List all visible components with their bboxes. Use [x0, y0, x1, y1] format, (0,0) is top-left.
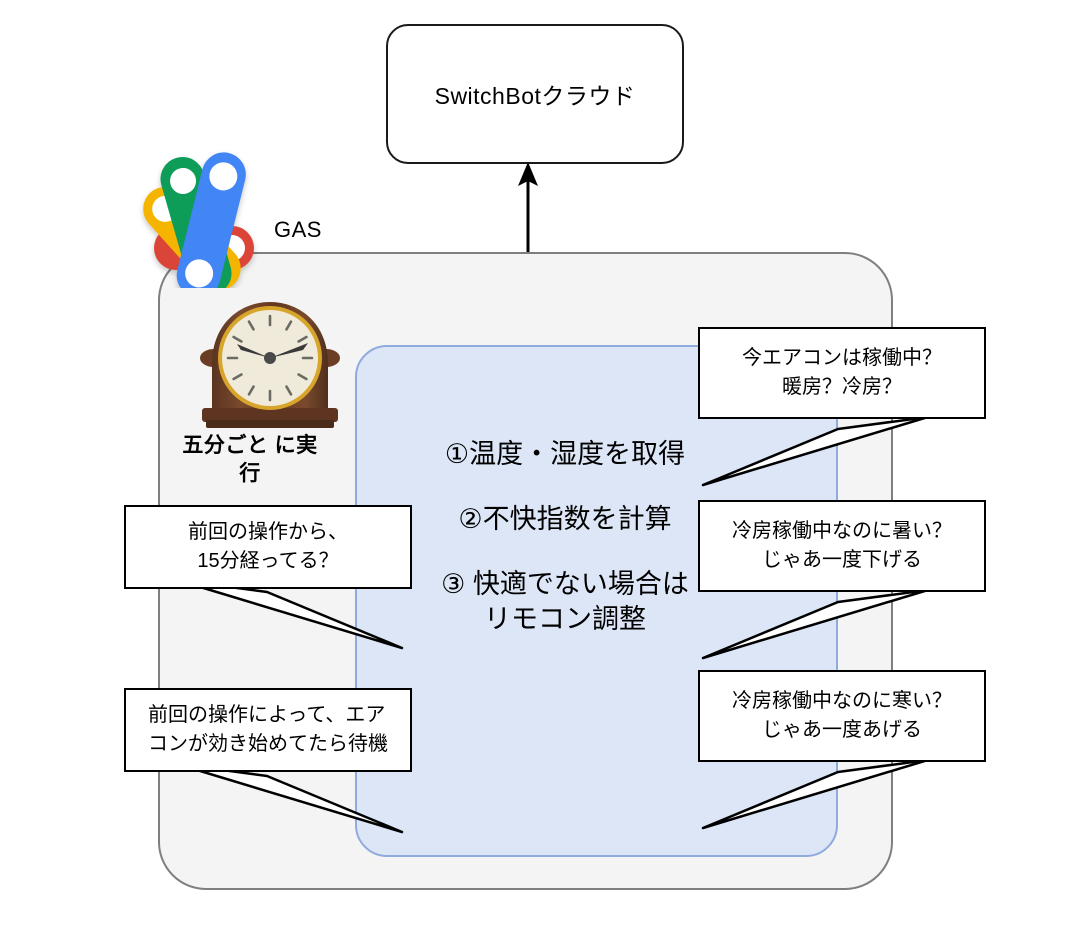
- callout-text: 前回の操作によって、エア コンが効き始めてたら待機: [148, 704, 388, 755]
- step-list: ①温度・湿度を取得 ②不快指数を計算 ③ 快適でない場合は リモコン調整: [400, 437, 730, 637]
- callout-tail-icon: [701, 415, 930, 487]
- step-item: ③ 快適でない場合は リモコン調整: [441, 569, 689, 635]
- callout-tail-icon: [175, 578, 404, 650]
- logic-container: [355, 345, 838, 857]
- step-item: ②不快指数を計算: [458, 504, 672, 535]
- trigger-caption: 五分ごと に実行: [182, 434, 318, 485]
- callout-text: 冷房稼働中なのに暑い？ じゃあ一度下げる: [732, 520, 952, 571]
- callout-tail-icon: [175, 762, 404, 834]
- callout-cooling-too-hot: 冷房稼働中なのに暑い？ じゃあ一度下げる: [698, 500, 986, 592]
- callout-text: 前回の操作から、 15分経ってる？: [188, 521, 348, 572]
- callout-standby-if-effective: 前回の操作によって、エア コンが効き始めてたら待機: [124, 688, 412, 772]
- switchbot-cloud-label: SwitchBotクラウド: [434, 83, 636, 109]
- callout-last-operation-elapsed: 前回の操作から、 15分経ってる？: [124, 505, 412, 589]
- callout-tail-icon: [701, 758, 930, 830]
- switchbot-cloud-box: SwitchBotクラウド: [386, 24, 684, 164]
- gas-label: GAS: [274, 217, 322, 242]
- callout-text: 今エアコンは稼働中？ 暖房？冷房？: [742, 347, 942, 398]
- callout-text: 冷房稼働中なのに寒い？ じゃあ一度あげる: [732, 690, 952, 741]
- callout-cooling-too-cold: 冷房稼働中なのに寒い？ じゃあ一度あげる: [698, 670, 986, 762]
- callout-tail-icon: [701, 588, 930, 660]
- step-item: ①温度・湿度を取得: [444, 439, 686, 469]
- mantelpiece-clock-icon: [200, 302, 340, 428]
- google-apps-script-logo-icon: [143, 152, 254, 288]
- callout-aircon-status: 今エアコンは稼働中？ 暖房？冷房？: [698, 327, 986, 419]
